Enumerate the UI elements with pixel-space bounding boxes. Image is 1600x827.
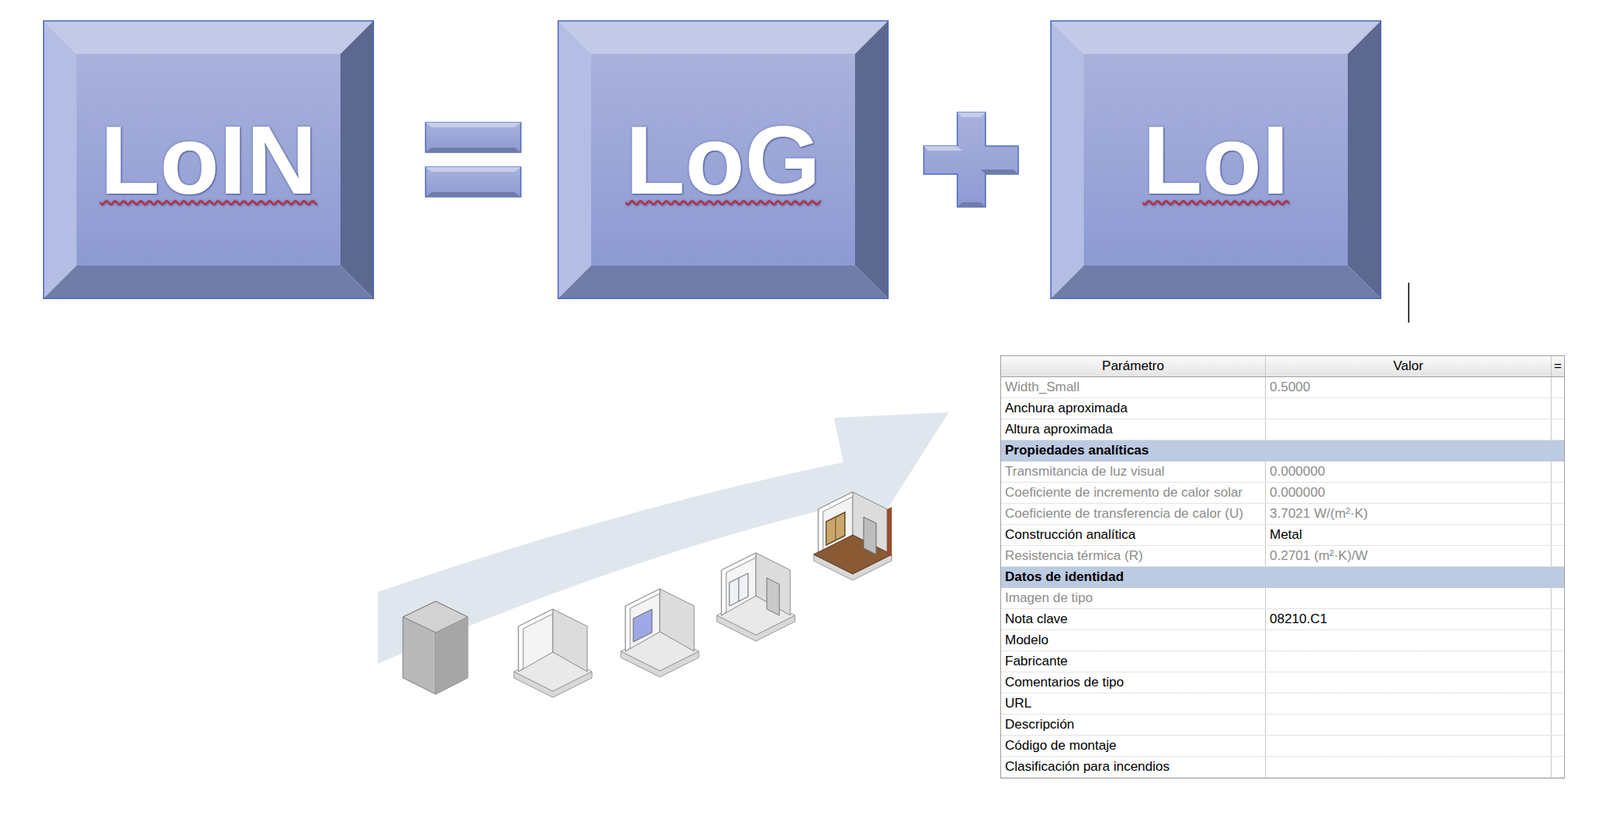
parameter-name: Imagen de tipo (1001, 587, 1266, 609)
equals-sign (425, 122, 521, 197)
table-row: URL (1001, 693, 1565, 715)
lod-room (620, 588, 699, 678)
edit-button (1551, 630, 1565, 651)
edit-button (1551, 756, 1565, 777)
edit-button (1551, 693, 1565, 714)
parameter-value: 08210.C1 (1265, 609, 1552, 630)
edit-button (1551, 398, 1565, 419)
box-title: LoI (1142, 110, 1289, 209)
parameter-name: Nota clave (1001, 609, 1266, 630)
parameter-value: 0.000000 (1265, 461, 1552, 482)
table-row: Nota clave08210.C1 (1001, 609, 1565, 631)
column-header: = (1551, 356, 1565, 377)
edit-button (1551, 672, 1565, 693)
parameter-value: 0.000000 (1265, 482, 1552, 503)
table-row: Altura aproximada (1001, 419, 1565, 441)
table-row: ParámetroValor= (1001, 356, 1565, 378)
edit-button (1551, 609, 1565, 630)
table-row: Clasificación para incendios (1001, 756, 1565, 778)
parameter-name: Código de montaje (1001, 735, 1266, 756)
parameter-name: Coeficiente de transferencia de calor (U… (1001, 503, 1266, 524)
parameter-value (1265, 735, 1552, 756)
table-row: Propiedades analíticas (1001, 440, 1565, 462)
edit-button (1551, 651, 1565, 672)
parameter-value (1265, 419, 1552, 440)
parameter-value (1265, 651, 1552, 672)
properties-table: ParámetroValor=Width_Small0.5000Anchura … (1000, 355, 1565, 779)
bevel-box: LoI (1050, 20, 1382, 300)
lod-room (813, 491, 892, 581)
parameter-value (1265, 756, 1552, 777)
bevel-box: LoG (557, 20, 889, 300)
edit-button (1551, 419, 1565, 440)
edit-button (1551, 461, 1565, 482)
parameter-value (1265, 672, 1552, 693)
section-header: Datos de identidad (1001, 566, 1565, 588)
parameter-name: Construcción analítica (1001, 524, 1266, 546)
bevel-box: LoIN (42, 20, 375, 300)
edit-button (1551, 503, 1565, 524)
table-row: Coeficiente de incremento de calor solar… (1001, 482, 1565, 504)
parameter-value: 3.7021 W/(m²·K) (1265, 503, 1552, 524)
table-row: Modelo (1001, 630, 1565, 652)
parameter-name: Resistencia térmica (R) (1001, 545, 1266, 567)
edit-button (1551, 377, 1565, 398)
parameter-value (1265, 714, 1552, 735)
table-row: Resistencia térmica (R)0.2701 (m²·K)/W (1001, 545, 1565, 567)
parameter-name: Altura aproximada (1001, 419, 1266, 440)
parameter-value (1265, 587, 1552, 609)
parameter-name: Transmitancia de luz visual (1001, 461, 1266, 482)
table-row: Datos de identidad (1001, 566, 1565, 588)
column-header: Valor (1265, 356, 1552, 377)
table-row: Anchura aproximada (1001, 398, 1565, 420)
lod-block (402, 601, 468, 695)
parameter-value: Metal (1265, 524, 1552, 546)
parameter-name: URL (1001, 693, 1266, 714)
parameter-value: 0.5000 (1265, 377, 1552, 398)
table-row: Comentarios de tipo (1001, 672, 1565, 694)
edit-button (1551, 524, 1565, 546)
edit-button (1551, 714, 1565, 735)
parameter-value (1265, 398, 1552, 419)
parameter-name: Anchura aproximada (1001, 398, 1266, 419)
table-row: Construcción analíticaMetal (1001, 524, 1565, 546)
edit-button (1551, 735, 1565, 756)
parameter-value (1265, 693, 1552, 714)
table-row: Código de montaje (1001, 735, 1565, 757)
plus-sign (923, 112, 1019, 207)
column-header: Parámetro (1001, 356, 1266, 377)
parameter-name: Coeficiente de incremento de calor solar (1001, 482, 1266, 503)
parameter-name: Modelo (1001, 630, 1266, 651)
table-row: Coeficiente de transferencia de calor (U… (1001, 503, 1565, 525)
lod-room (513, 609, 592, 698)
edit-button (1551, 545, 1565, 567)
parameter-value (1265, 630, 1552, 651)
edit-button (1551, 587, 1565, 609)
section-header: Propiedades analíticas (1001, 440, 1565, 461)
parameter-name: Fabricante (1001, 651, 1266, 672)
parameter-name: Comentarios de tipo (1001, 672, 1266, 693)
table-row: Descripción (1001, 714, 1565, 736)
table-row: Width_Small0.5000 (1001, 377, 1565, 399)
text-cursor (1407, 282, 1410, 323)
table-row: Fabricante (1001, 651, 1565, 673)
lod-room (716, 552, 795, 642)
table-row: Imagen de tipo (1001, 587, 1565, 610)
parameter-name: Clasificación para incendios (1001, 756, 1266, 777)
parameter-name: Descripción (1001, 714, 1266, 735)
box-title: LoIN (99, 110, 318, 209)
table-row: Transmitancia de luz visual0.000000 (1001, 461, 1565, 483)
edit-button (1551, 482, 1565, 503)
parameter-value: 0.2701 (m²·K)/W (1265, 545, 1552, 567)
parameter-name: Width_Small (1001, 377, 1266, 398)
box-title: LoG (625, 110, 821, 209)
